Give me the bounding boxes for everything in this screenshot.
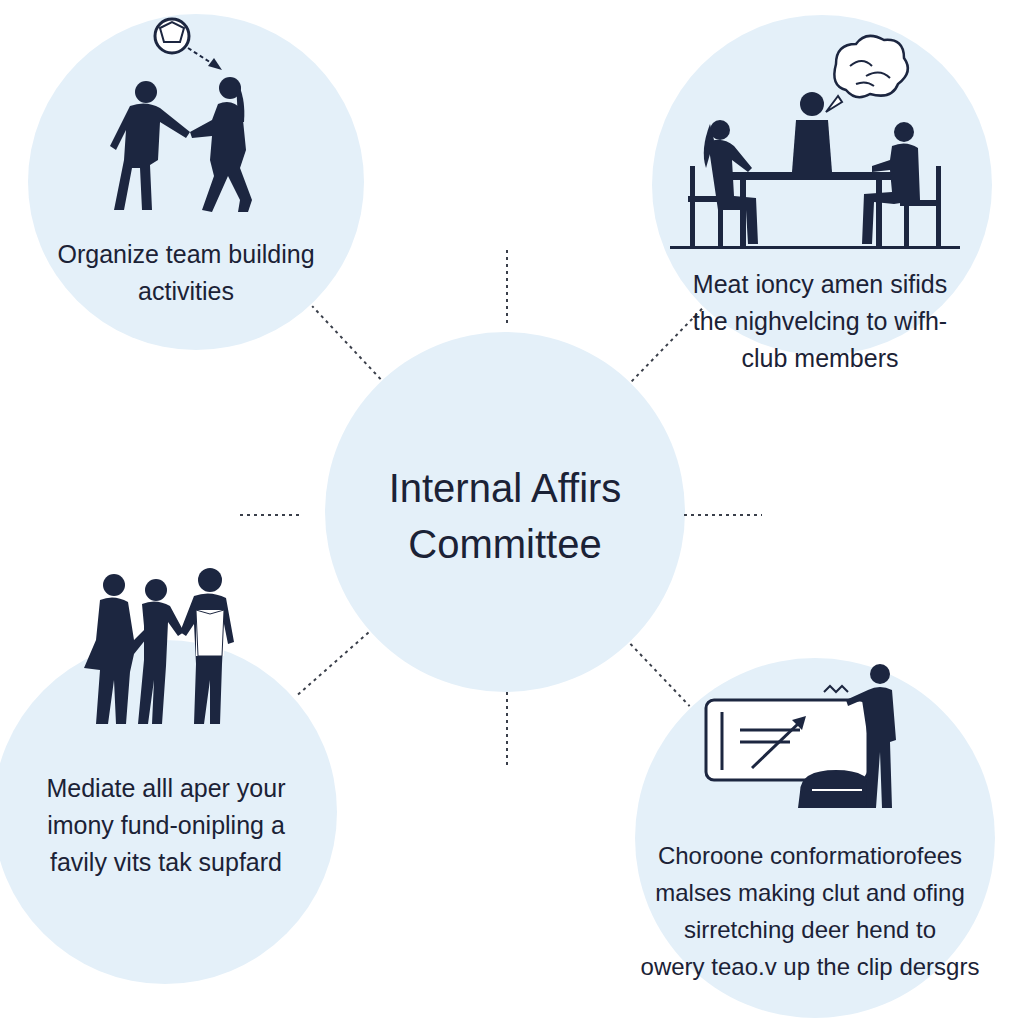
text-line: Organize team building: [57, 236, 314, 273]
node-label: Choroone conformatiorofees malses making…: [641, 837, 980, 985]
task-circle: Choroone conformatiorofees malses making…: [635, 658, 995, 1018]
circle-fill: [325, 332, 685, 692]
text-line: club members: [693, 340, 947, 377]
circle-fill: [652, 15, 992, 355]
committee-circle: Internal Affirs Committee: [325, 332, 685, 692]
circle-outline: [652, 15, 992, 355]
task-circle: Organize team building activities: [28, 14, 364, 350]
text-line: owery teao.v up the clip dersgrs: [641, 948, 980, 985]
circle-fill: [0, 640, 337, 984]
text-line: favily vits tak supfard: [46, 844, 285, 881]
text-line: malses making clut and ofing: [641, 874, 980, 911]
node-label: Mediate alll aper your imony fund-onipli…: [46, 770, 285, 881]
text-line: Meat ioncy amen sifids: [693, 266, 947, 303]
text-line: Mediate alll aper your: [46, 770, 285, 807]
group-figure: [84, 568, 234, 724]
radial-ticks: [240, 250, 762, 765]
text-line: Internal Affirs: [389, 460, 622, 516]
dashed-connector: [312, 306, 380, 379]
task-circle: Mediate alll aper your imony fund-onipli…: [0, 640, 337, 984]
dashed-connector: [295, 632, 368, 696]
text-line: Committee: [389, 516, 622, 572]
circle-outline: [325, 332, 685, 692]
node-label: Internal Affirs Committee: [389, 460, 622, 572]
dashed-connector: [630, 644, 689, 706]
circle-fill: [28, 14, 364, 350]
text-line: the nighvelcing to wifh-: [693, 303, 947, 340]
task-circle: Meat ioncy amen sifids the nighvelcing t…: [652, 15, 992, 355]
dashed-connector: [632, 308, 703, 381]
text-line: Choroone conformatiorofees: [641, 837, 980, 874]
text-line: sirretching deer hend to: [641, 911, 980, 948]
text-line: activities: [57, 273, 314, 310]
node-label: Organize team building activities: [57, 236, 314, 310]
node-label: Meat ioncy amen sifids the nighvelcing t…: [693, 266, 947, 377]
circle-fill: [635, 658, 995, 1018]
text-line: imony fund-onipling a: [46, 807, 285, 844]
